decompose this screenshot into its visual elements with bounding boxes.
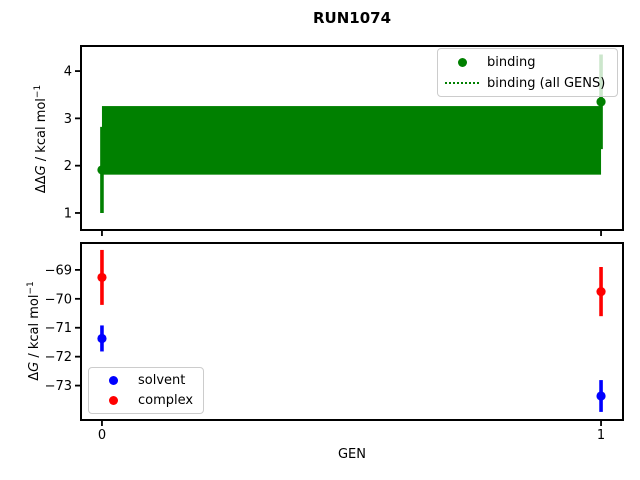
y-axis-label-bottom: ΔG / kcal mol−1 <box>26 281 42 381</box>
y-tick-label: 1 <box>64 206 72 221</box>
legend-label: binding (all GENS) <box>487 75 606 91</box>
x-tick-label: 0 <box>98 428 106 443</box>
legend-label: complex <box>138 393 194 408</box>
all-gens-band <box>101 106 602 175</box>
ylabel-top-prefix: ΔΔ <box>34 175 50 194</box>
ylabel-bottom-unit: / kcal mol <box>27 294 43 362</box>
complex-data-point <box>97 272 107 283</box>
y-tick-label: 3 <box>64 112 72 127</box>
y-tick-label: 4 <box>64 65 72 80</box>
legend-item-binding-all-gens: binding (all GENS) <box>444 74 611 92</box>
legend-label: binding <box>487 54 536 70</box>
solvent-data-point <box>596 391 606 401</box>
chart-title: RUN1074 <box>312 9 392 27</box>
complex-data-point <box>596 286 606 297</box>
legend-handle <box>95 396 131 405</box>
binding-dot-icon <box>457 57 467 67</box>
y-tick-label: −72 <box>45 350 72 365</box>
y-tick-label: −69 <box>45 263 72 278</box>
legend-handle <box>95 376 131 385</box>
legend-handle <box>444 82 480 84</box>
binding-data-point <box>97 165 107 175</box>
ylabel-top-variable: G <box>34 165 50 176</box>
legend-item-solvent: solvent <box>95 372 197 389</box>
legend-binding: binding binding (all GENS) <box>437 48 618 97</box>
solvent-dot-icon <box>108 376 118 385</box>
ylabel-bottom-prefix: Δ <box>27 371 43 381</box>
legend-handle <box>444 57 480 67</box>
dotted-line-icon <box>445 82 479 84</box>
legend-item-binding: binding <box>444 53 611 71</box>
legend-item-complex: complex <box>95 392 197 409</box>
ylabel-top-unit: / kcal mol <box>34 98 50 166</box>
y-axis-label-top: ΔΔG / kcal mol−1 <box>33 85 49 193</box>
complex-dot-icon <box>108 396 118 405</box>
y-tick-label: −70 <box>45 292 72 307</box>
x-axis-label: GEN <box>337 447 366 462</box>
y-tick-label: −71 <box>45 321 72 336</box>
ylabel-bottom-variable: G <box>27 361 43 372</box>
solvent-data-point <box>97 333 107 344</box>
legend-label: solvent <box>138 373 186 388</box>
ylabel-bottom-exponent: −1 <box>25 281 36 295</box>
y-tick-label: 2 <box>64 159 72 174</box>
binding-data-point <box>596 97 606 107</box>
axes-frame <box>80 242 624 421</box>
y-tick-label: −73 <box>45 379 72 394</box>
legend-dg: solvent complex <box>88 367 204 414</box>
axes-frame <box>80 45 624 231</box>
x-tick-label: 1 <box>597 428 605 443</box>
ylabel-top-exponent: −1 <box>32 84 43 99</box>
